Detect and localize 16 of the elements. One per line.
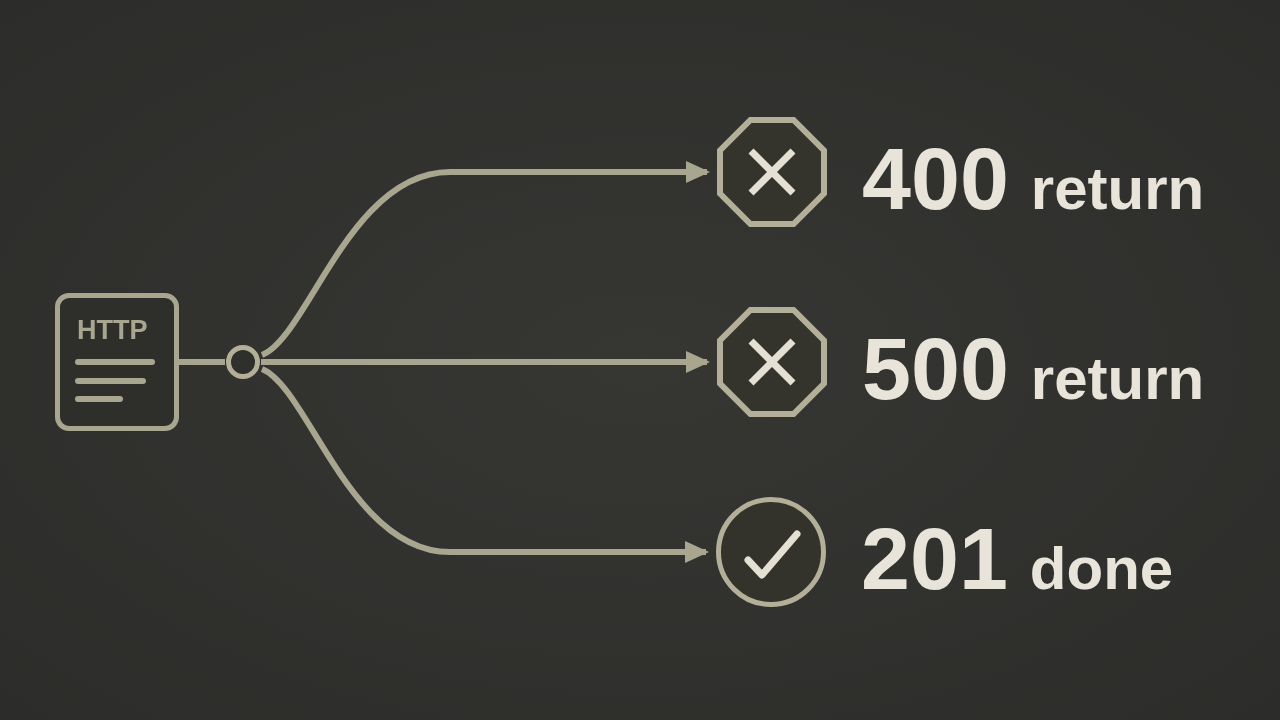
octagon-symbol xyxy=(716,306,828,418)
document-box xyxy=(55,293,179,431)
status-label: return xyxy=(1030,349,1205,409)
circle-symbol xyxy=(715,496,827,608)
status-code: 400 xyxy=(862,135,1009,223)
status-code: 500 xyxy=(862,325,1009,413)
status-code: 201 xyxy=(861,515,1008,603)
junction-circle xyxy=(225,344,261,380)
arrow xyxy=(261,351,710,373)
connector-line xyxy=(179,359,225,365)
status-label: done xyxy=(1029,539,1174,599)
status-label: return xyxy=(1030,159,1205,219)
node-label: HTTP xyxy=(77,317,148,344)
arrow xyxy=(260,161,710,358)
octagon-symbol xyxy=(716,116,828,228)
arrow xyxy=(260,366,709,563)
